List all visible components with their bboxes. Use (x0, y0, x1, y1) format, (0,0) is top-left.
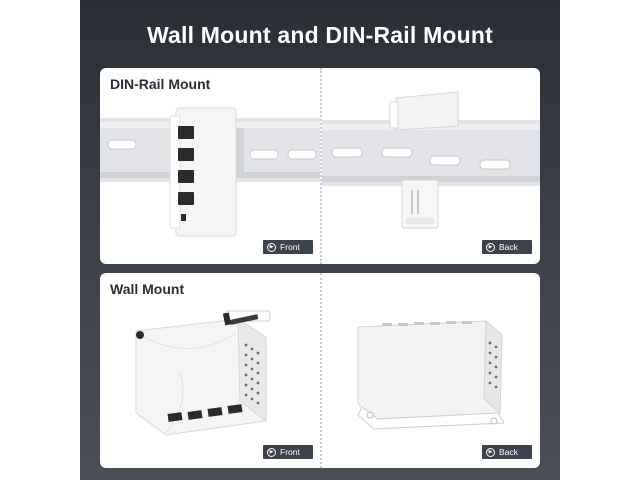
screw-icon (223, 312, 259, 326)
ethernet-port (178, 148, 194, 161)
din-rail-panel: DIN-Rail Mount ▶ Front ▶ Back (100, 68, 540, 264)
din-rail-front-illustration (100, 107, 320, 237)
ethernet-port (207, 407, 223, 417)
wall-mount-back-illustration (357, 319, 505, 430)
panel-divider (320, 68, 322, 264)
panel-title: Wall Mount (110, 281, 185, 297)
product-banner: Wall Mount and DIN-Rail Mount (80, 0, 560, 480)
play-icon: ▶ (267, 447, 276, 457)
vent-holes (488, 341, 498, 389)
ethernet-port (178, 126, 194, 139)
view-tag-front: ▶ Front (263, 445, 313, 459)
ethernet-port (178, 170, 194, 183)
power-port (181, 214, 186, 221)
play-icon: ▶ (486, 242, 495, 252)
din-clip (401, 179, 439, 229)
wall-mount-panel: Wall Mount ▶ Front ▶ Back (100, 273, 540, 468)
panel-title: DIN-Rail Mount (110, 76, 211, 92)
panel-divider (320, 273, 322, 468)
play-icon: ▶ (486, 447, 495, 457)
switch-device (395, 91, 459, 131)
vent-holes (244, 343, 260, 405)
view-tag-back: ▶ Back (482, 240, 532, 254)
din-rail-back-illustration (322, 91, 540, 229)
ethernet-port (227, 404, 243, 414)
switch-device (357, 320, 503, 420)
wall-bracket (357, 406, 505, 430)
ethernet-port (178, 192, 194, 205)
view-tag-front: ▶ Front (263, 240, 313, 254)
wall-mount-front-illustration (135, 310, 271, 436)
play-icon: ▶ (267, 242, 276, 252)
headline: Wall Mount and DIN-Rail Mount (146, 22, 494, 48)
ethernet-port (167, 412, 183, 422)
ethernet-port (187, 410, 203, 420)
view-tag-back: ▶ Back (482, 445, 532, 459)
